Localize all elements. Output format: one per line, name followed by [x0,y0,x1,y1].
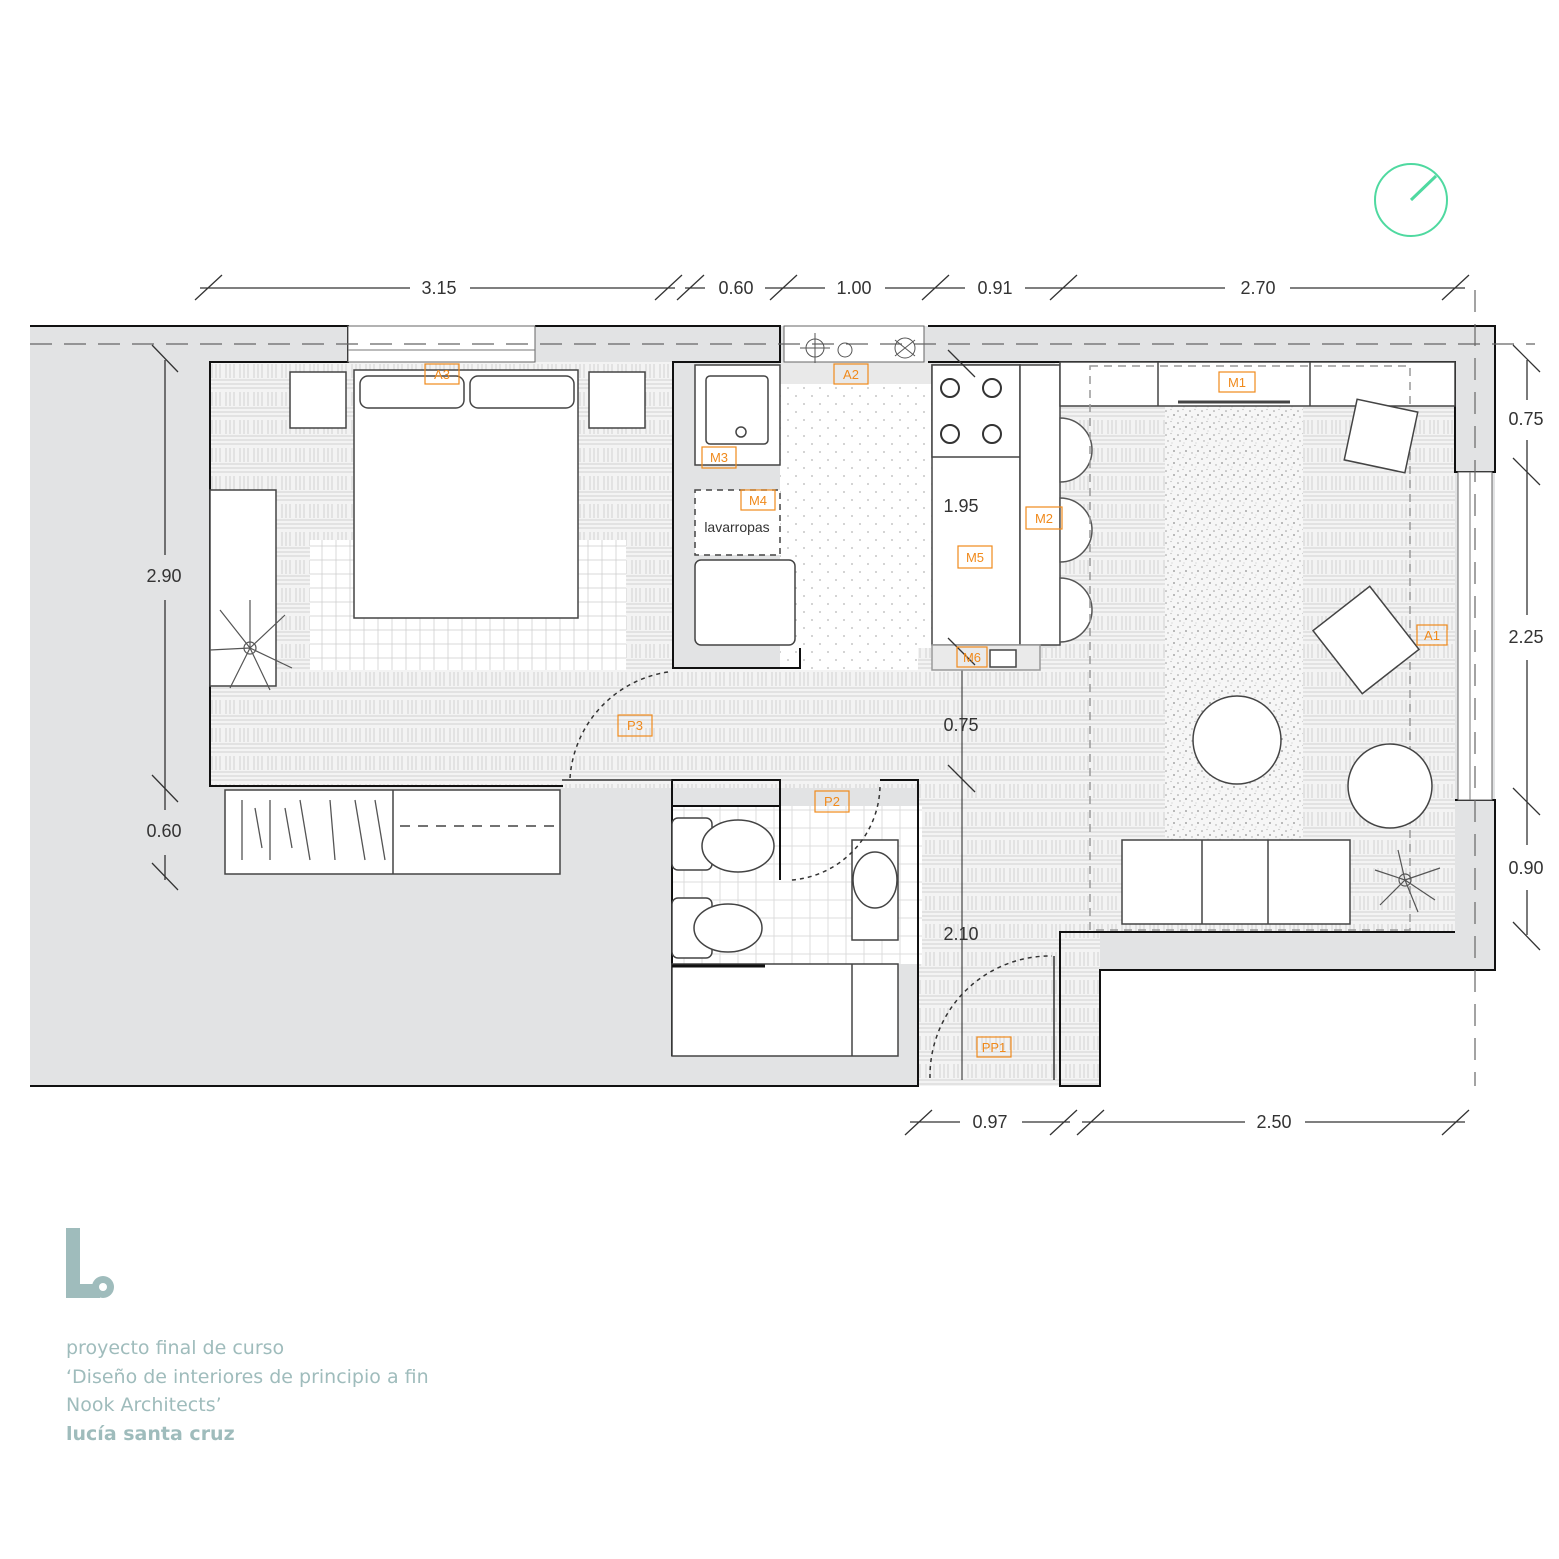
dim-top-4: 0.91 [977,278,1012,298]
living [1059,361,1456,931]
plant-icon [209,600,293,691]
armchair-small [1343,398,1419,474]
bedroom [209,369,646,875]
fridge [694,559,796,646]
dim-bottom-1: 0.97 [972,1112,1007,1132]
armchair [1311,585,1421,695]
island-m2 [1019,364,1061,646]
nightstand-right [588,371,646,429]
nightstand-left [289,371,347,429]
pillow-right [469,375,575,409]
doors [562,671,1055,1080]
credits-line-1: proyecto final de curso [66,1337,285,1359]
tag-m4: M4 [749,493,767,508]
sink [705,375,769,445]
tag-m6: M6 [963,650,981,665]
stove [931,364,1021,458]
tag-p2: P2 [824,794,840,809]
plant-icon [1374,849,1441,913]
tag-m1: M1 [1228,375,1246,390]
dim-right-3: 0.90 [1508,858,1543,878]
tag-a3: A3 [434,367,450,382]
bar-stools [1059,417,1093,643]
dim-interior-1: 1.95 [943,496,978,516]
dim-left-2: 0.60 [146,821,181,841]
washer-label: lavarropas [704,519,769,535]
kitchen [694,333,1093,671]
tag-m3: M3 [710,450,728,465]
m6-unit [989,649,1017,668]
dim-interior-2: 0.75 [943,715,978,735]
l-logo-icon [66,1228,114,1298]
credits-line-3: Nook Architects’ [66,1394,222,1416]
shelf-m1 [1059,361,1456,407]
plant-icon [800,333,916,363]
dim-interior-3: 2.10 [943,924,978,944]
dimension-lines [151,274,1541,1136]
element-tags: A1 A2 A3 M1 M2 M3 M4 M5 M6 P2 P3 PP1 [424,363,1448,1058]
dim-right-1: 0.75 [1508,409,1543,429]
dim-right-2: 2.25 [1508,627,1543,647]
side-table [1192,695,1282,785]
north-arrow-icon [1374,163,1448,237]
tag-p3: P3 [627,718,643,733]
dim-top-3: 1.00 [836,278,871,298]
tag-pp1: PP1 [982,1040,1007,1055]
credits-author: lucía santa cruz [66,1422,235,1445]
credits-line-2: ‘Diseño de interiores de principio a fin [66,1365,429,1388]
tag-m2: M2 [1035,511,1053,526]
washer [694,489,781,556]
dim-left-1: 2.90 [146,566,181,586]
side-table-2 [1347,743,1433,829]
tag-a1: A1 [1424,628,1440,643]
bed [353,369,579,619]
credits: proyecto final de curso ‘Diseño de inter… [66,1334,429,1448]
bathroom [671,817,899,1057]
tag-m5: M5 [966,550,984,565]
dim-top-1: 3.15 [421,278,456,298]
dim-top-5: 2.70 [1240,278,1275,298]
desk [209,489,277,687]
dim-top-2: 0.60 [718,278,753,298]
dimension-labels: 3.15 0.60 1.00 0.91 2.70 0.97 2.50 2.90 … [146,278,1543,1132]
dim-bottom-2: 2.50 [1256,1112,1291,1132]
tag-a2: A2 [843,367,859,382]
sofa [1121,839,1351,925]
